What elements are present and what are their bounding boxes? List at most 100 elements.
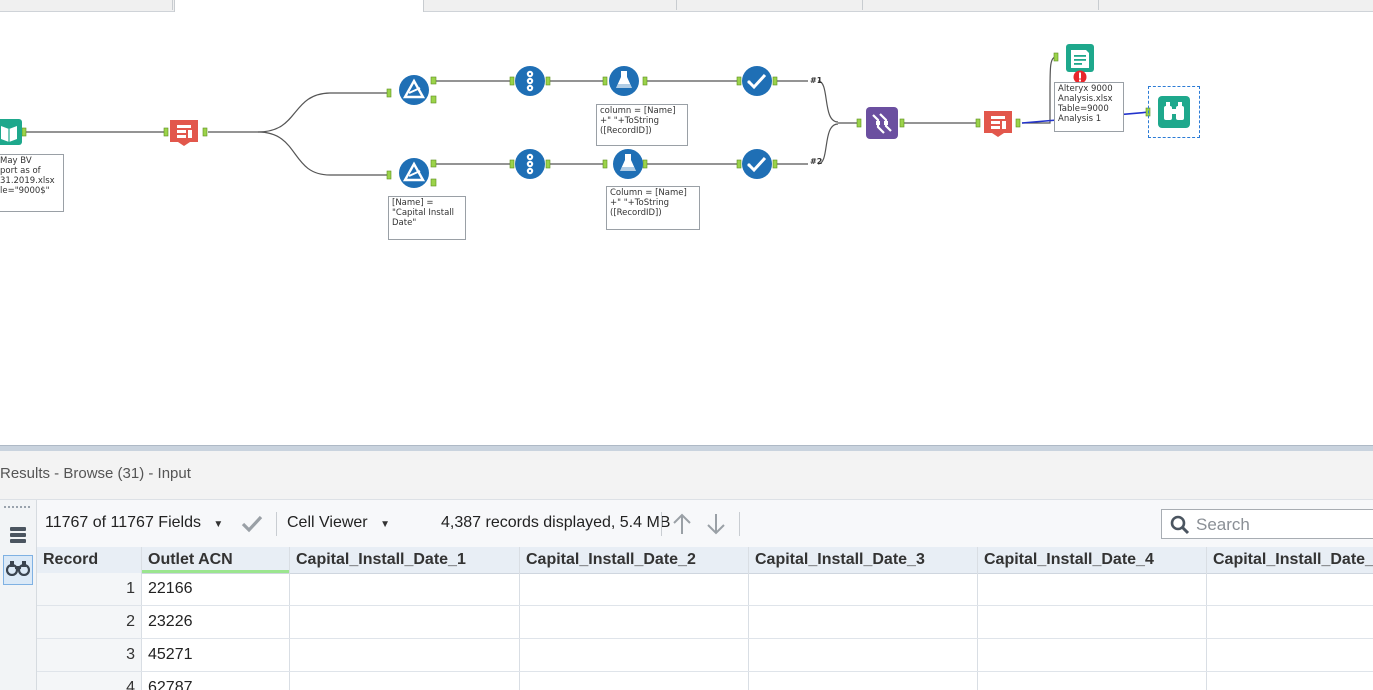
- data-cell[interactable]: [1207, 672, 1373, 690]
- select-tool[interactable]: [168, 116, 198, 146]
- select-tool-2[interactable]: [982, 107, 1012, 137]
- binoculars-icon: [1158, 96, 1190, 132]
- data-cell[interactable]: [1207, 606, 1373, 638]
- profile-view-button[interactable]: [3, 522, 33, 552]
- results-body: 11767 of 11767 Fields ▼ Cell Viewer ▼ 4,…: [0, 499, 1373, 690]
- records-info: 4,387 records displayed, 5.4 MB: [441, 514, 671, 531]
- data-cell[interactable]: [520, 672, 749, 690]
- data-cell[interactable]: [749, 639, 978, 671]
- error-icon[interactable]: [1073, 70, 1087, 84]
- column-header-record[interactable]: Record: [37, 547, 142, 573]
- select-icon: [168, 116, 198, 148]
- data-cell[interactable]: [520, 606, 749, 638]
- outlet-acn-cell[interactable]: 45271: [142, 639, 290, 671]
- chevron-down-icon: ▼: [380, 519, 390, 530]
- column-header-capital-install-date-5[interactable]: Capital_Install_Date_: [1207, 547, 1373, 573]
- union-tool[interactable]: [866, 107, 898, 139]
- data-cell[interactable]: [978, 606, 1207, 638]
- data-cell[interactable]: [520, 573, 749, 605]
- annotation-formula-1: column = [Name] +" "+ToString ([RecordID…: [596, 104, 688, 146]
- data-cell[interactable]: [749, 573, 978, 605]
- outlet-acn-cell[interactable]: 62787: [142, 672, 290, 690]
- formula-tool-2[interactable]: [612, 148, 643, 180]
- column-header-capital-install-date-1[interactable]: Capital_Install_Date_1: [290, 547, 520, 573]
- panel-splitter[interactable]: [0, 445, 1373, 451]
- document-tab[interactable]: [0, 0, 173, 10]
- browse-tool-selection[interactable]: [1148, 86, 1200, 138]
- document-tab-strip: [0, 0, 1373, 12]
- list-icon: [9, 526, 27, 549]
- record-number-cell: 2: [37, 606, 142, 638]
- column-header-capital-install-date-3[interactable]: Capital_Install_Date_3: [749, 547, 978, 573]
- checkmark-tool-1[interactable]: [741, 65, 772, 96]
- fields-label: 11767 of 11767 Fields: [45, 514, 201, 531]
- data-cell[interactable]: [978, 672, 1207, 690]
- outlet-acn-cell[interactable]: 22166: [142, 573, 290, 605]
- arrow-down-icon[interactable]: [705, 512, 727, 541]
- column-header-capital-install-date-4[interactable]: Capital_Install_Date_4: [978, 547, 1207, 573]
- annotation-output: Alteryx 9000 Analysis.xlsx Table=9000 An…: [1054, 82, 1124, 132]
- record-number-cell: 4: [37, 672, 142, 690]
- table-header-row: Record Outlet ACN Capital_Install_Date_1…: [37, 547, 1373, 574]
- toolbar-grip[interactable]: [4, 506, 30, 511]
- record-id-tool-2[interactable]: [514, 148, 545, 180]
- results-title: Results - Browse (31) - Input: [0, 465, 191, 482]
- record-number-cell: 3: [37, 639, 142, 671]
- data-cell[interactable]: [1207, 639, 1373, 671]
- table-row[interactable]: 3 45271: [37, 639, 1373, 672]
- browse-data-button[interactable]: [3, 555, 33, 585]
- input-data-tool[interactable]: [0, 117, 26, 147]
- annotation-filter: [Name] = "Capital Install Date": [388, 196, 466, 240]
- connection-label-2: #2: [810, 157, 823, 166]
- data-cell[interactable]: [978, 573, 1207, 605]
- book-icon: [0, 117, 26, 147]
- apply-check-icon[interactable]: [241, 513, 263, 538]
- fields-dropdown[interactable]: 11767 of 11767 Fields ▼: [45, 514, 223, 532]
- data-cell[interactable]: [749, 606, 978, 638]
- data-cell[interactable]: [290, 606, 520, 638]
- output-file-icon: [1064, 44, 1094, 76]
- annotation-formula-2: Column = [Name] +" "+ToString ([RecordID…: [606, 186, 700, 230]
- data-cell[interactable]: [290, 639, 520, 671]
- column-header-outlet-acn[interactable]: Outlet ACN: [142, 547, 290, 573]
- document-tab-active[interactable]: [174, 0, 424, 12]
- browse-tool[interactable]: [1158, 96, 1190, 133]
- workflow-canvas[interactable]: May BV port as of 31.2019.xlsx le="9000$…: [0, 12, 1373, 445]
- search-input[interactable]: [1194, 513, 1373, 537]
- outlet-acn-cell[interactable]: 23226: [142, 606, 290, 638]
- document-tab[interactable]: [424, 0, 677, 10]
- filter-tool-1[interactable]: [398, 74, 429, 105]
- chevron-down-icon: ▼: [213, 519, 224, 530]
- connection-label-1: #1: [810, 76, 823, 85]
- arrow-up-icon[interactable]: [671, 512, 693, 541]
- record-number-cell: 1: [37, 573, 142, 605]
- record-id-icon: [514, 148, 545, 180]
- checkmark-icon: [741, 148, 772, 180]
- cell-viewer-dropdown[interactable]: Cell Viewer ▼: [287, 514, 390, 532]
- checkmark-tool-2[interactable]: [741, 148, 772, 180]
- record-id-tool-1[interactable]: [514, 65, 545, 96]
- annotation-input: May BV port as of 31.2019.xlsx le="9000$…: [0, 154, 64, 212]
- output-data-tool[interactable]: [1064, 44, 1094, 74]
- results-toolbar: 11767 of 11767 Fields ▼ Cell Viewer ▼ 4,…: [37, 500, 1373, 547]
- document-tab[interactable]: [864, 0, 1099, 10]
- data-cell[interactable]: [290, 573, 520, 605]
- column-header-capital-install-date-2[interactable]: Capital_Install_Date_2: [520, 547, 749, 573]
- data-cell[interactable]: [1207, 573, 1373, 605]
- data-cell[interactable]: [749, 672, 978, 690]
- search-icon: [1170, 515, 1190, 540]
- search-box[interactable]: [1161, 509, 1373, 539]
- table-row[interactable]: 1 22166: [37, 573, 1373, 606]
- document-tab[interactable]: [678, 0, 863, 10]
- results-window: Results - Browse (31) - Input: [0, 451, 1373, 690]
- formula-tool-1[interactable]: [608, 65, 639, 96]
- table-row[interactable]: 2 23226: [37, 606, 1373, 639]
- formula-flask-icon: [612, 148, 643, 180]
- data-cell[interactable]: [520, 639, 749, 671]
- data-cell[interactable]: [978, 639, 1207, 671]
- table-row[interactable]: 4 62787: [37, 672, 1373, 690]
- results-grid: Record Outlet ACN Capital_Install_Date_1…: [37, 547, 1373, 690]
- cell-viewer-label: Cell Viewer: [287, 514, 368, 531]
- filter-tool-2[interactable]: [398, 157, 429, 188]
- data-cell[interactable]: [290, 672, 520, 690]
